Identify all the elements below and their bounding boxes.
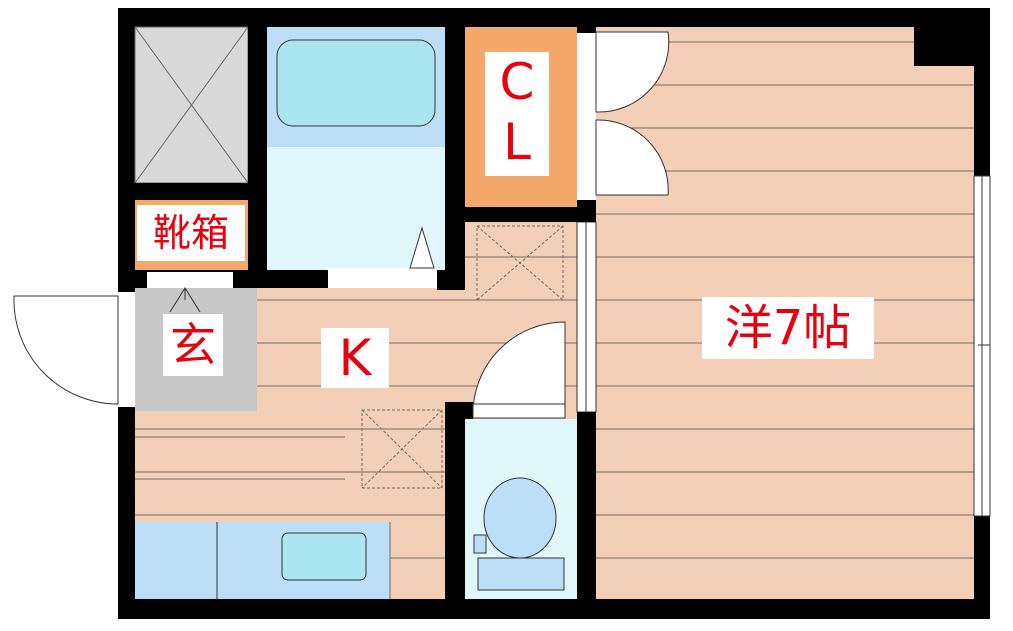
- bathtub: [276, 39, 436, 127]
- closet-door-opening: [577, 33, 596, 203]
- hall-storage-1: [476, 225, 564, 301]
- kitchen-storage: [361, 409, 443, 489]
- toilet-tank: [477, 557, 565, 591]
- western-room-label: 洋7帖: [702, 297, 874, 359]
- bathroom-door-opening: [327, 268, 437, 288]
- shoe-cabinet-label: 靴箱: [137, 205, 245, 261]
- closet-label: C L: [485, 52, 549, 176]
- kitchen-label: K: [321, 328, 389, 388]
- closet-label-line2: L: [503, 113, 531, 171]
- closet-label-line1: C: [499, 53, 535, 111]
- toilet: [483, 477, 557, 559]
- kitchen-sink: [281, 532, 367, 581]
- structural-column: [914, 22, 974, 66]
- entrance-label: 玄: [163, 314, 223, 376]
